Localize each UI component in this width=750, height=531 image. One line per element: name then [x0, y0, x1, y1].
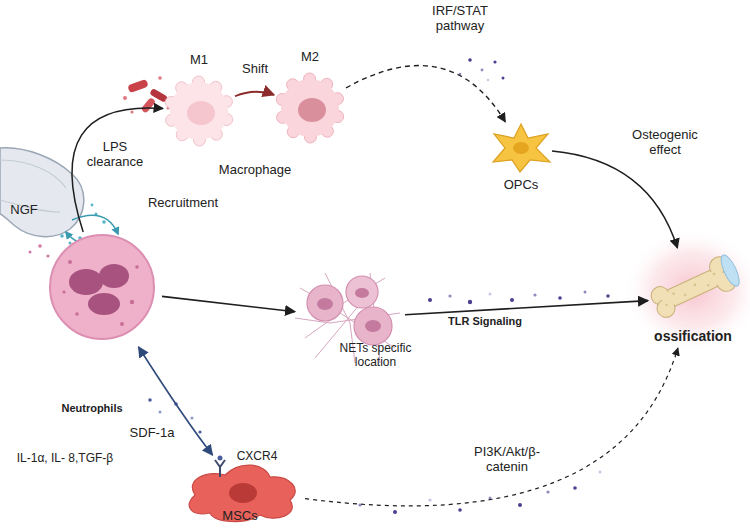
opc-cell: OPCs	[490, 122, 552, 174]
annotation-label: Macrophage	[215, 163, 295, 178]
edge-label: Osteogenic effect	[622, 128, 708, 158]
pathway-arrow	[405, 301, 648, 315]
node-label: M1	[179, 53, 219, 68]
neutrophil-cell: Neutrophils	[42, 232, 162, 347]
net-cells: NETs specific location	[295, 268, 405, 368]
node-label: MSCs	[210, 509, 270, 524]
annotation-label: NGF	[4, 203, 44, 218]
signal-particles	[148, 58, 610, 514]
neutrophil-cell	[42, 232, 162, 347]
node-label: NETs specific location	[333, 342, 418, 370]
node-label: Neutrophils	[32, 402, 152, 415]
macrophage-cell	[274, 72, 346, 144]
annotation-label: IL-1α, IL- 8,TGF-β	[0, 452, 130, 466]
edge-label: Shift	[232, 62, 278, 77]
pathway-arrow	[305, 348, 678, 506]
pathway-arrow	[552, 151, 677, 248]
edge-label: IRF/STAT pathway	[420, 4, 500, 34]
msc-cell: MSCs	[175, 455, 305, 525]
pathway-arrow	[162, 296, 295, 311]
node-label: OPCs	[481, 178, 561, 193]
recruitment-arrow	[72, 215, 118, 234]
macrophage-cell	[163, 75, 235, 147]
pathway-arrow	[346, 66, 505, 122]
macrophage-m1: M1	[163, 75, 235, 147]
node-label: M2	[290, 50, 330, 65]
edge-label: PI3K/Akt/β-catenin	[462, 445, 552, 475]
annotation-label: Recruitment	[138, 196, 228, 211]
macrophage-m2: M2	[274, 72, 346, 144]
pathway-arrow	[235, 92, 274, 96]
edge-label: TLR Signaling	[440, 315, 530, 328]
edge-label: SDF-1a	[126, 426, 178, 441]
bacteria	[123, 76, 170, 113]
opc-cell	[490, 122, 552, 174]
node-label: ossification	[643, 328, 743, 344]
annotation-label: CXCR4	[232, 450, 282, 464]
bone-glow	[623, 228, 750, 352]
bone-node: ossification	[648, 248, 738, 348]
edge-label: LPS clearance	[82, 140, 148, 170]
ngf-particles	[29, 244, 60, 263]
nerve-terminal	[0, 148, 84, 237]
pathway-arrow	[72, 108, 163, 232]
